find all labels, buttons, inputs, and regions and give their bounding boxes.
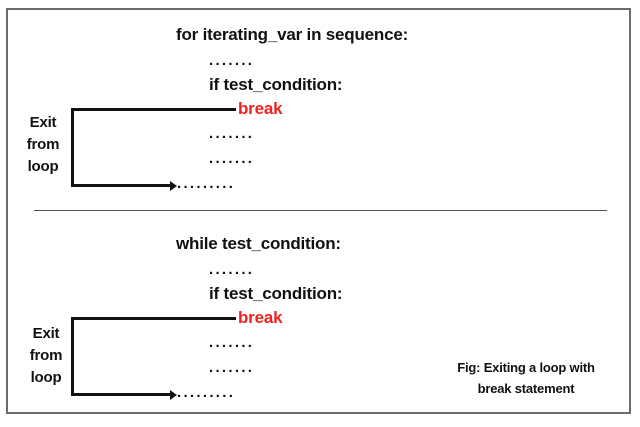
exit-word: Exit [29,114,57,131]
while-condition: if test_condition: [209,284,343,303]
for-break-connector-bottom [71,184,171,187]
caption-line-2: break statement [477,381,575,396]
for-header: for iterating_var in sequence: [176,25,409,44]
while-break-keyword: break [238,308,283,327]
for-dots-after-1: ....... [209,125,255,142]
for-break-keyword: break [238,99,283,118]
exit-word: Exit [32,325,60,342]
for-dots-before: ....... [209,52,255,69]
while-header: while test_condition: [176,234,341,253]
figure-frame [6,8,631,414]
figure-caption: Fig: Exiting a loop with break statement [446,357,606,399]
while-dots-before: ....... [209,261,255,278]
for-dots-after-2: ....... [209,150,255,167]
for-exit-label: Exit from loop [22,112,64,178]
for-break-connector-top [71,108,236,111]
while-dots-after-2: ....... [209,359,255,376]
while-break-connector-top [71,317,236,320]
caption-line-1: Fig: Exiting a loop with [457,360,595,375]
for-break-connector-vertical [71,108,74,187]
for-condition: if test_condition: [209,75,343,94]
for-exit-arrow-icon [170,181,177,191]
while-exit-dots: ......... [177,384,236,401]
loop-word: loop [30,369,62,386]
from-word: from [29,347,63,364]
loop-word: loop [27,158,59,175]
from-word: from [26,136,60,153]
while-break-connector-bottom [71,393,171,396]
while-exit-label: Exit from loop [24,323,68,389]
while-exit-arrow-icon [170,390,177,400]
while-dots-after-1: ....... [209,334,255,351]
while-break-connector-vertical [71,317,74,396]
for-exit-dots: ......... [177,175,236,192]
section-divider [34,210,607,211]
